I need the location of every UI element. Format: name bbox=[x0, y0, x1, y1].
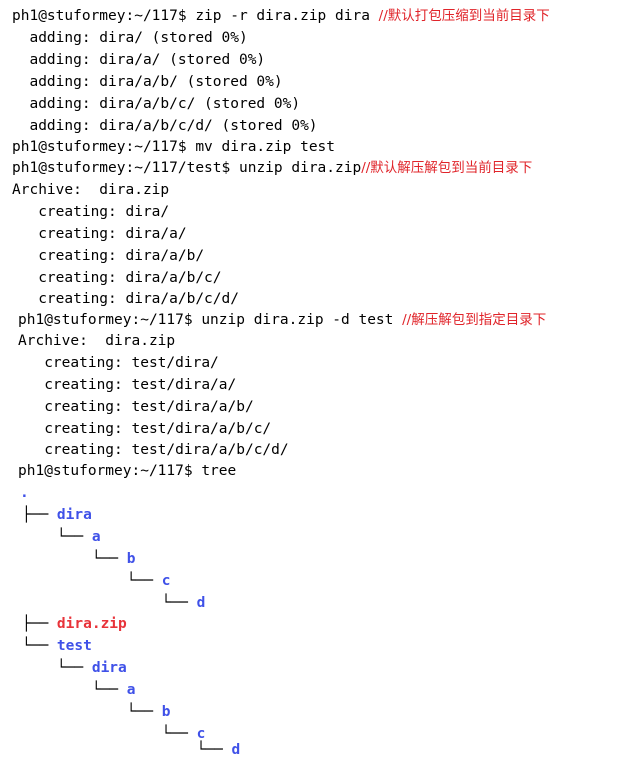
command-text: unzip dira.zip -d test bbox=[201, 312, 403, 328]
prompt: ph1@stuformey:~/117$ bbox=[18, 463, 202, 479]
comment-text: //默认解压解包到当前目录下 bbox=[361, 160, 533, 176]
tree-root: . bbox=[20, 485, 29, 501]
tree-node: └── b bbox=[22, 549, 136, 570]
output-line: creating: dira/ bbox=[12, 204, 170, 220]
output-line: adding: dira/a/b/c/ (stored 0%) bbox=[12, 96, 301, 112]
output-line: adding: dira/a/b/c/d/ (stored 0%) bbox=[12, 118, 318, 134]
prompt: ph1@stuformey:~/117$ bbox=[18, 312, 202, 328]
command-line-unzip: ph1@stuformey:~/117/test$ unzip dira.zip… bbox=[12, 158, 532, 179]
output-line: creating: dira/a/b/ bbox=[12, 248, 205, 264]
tree-node: └── c bbox=[22, 724, 206, 745]
output-line: creating: test/dira/a/b/c/d/ bbox=[18, 442, 289, 458]
tree-dir-name: a bbox=[126, 682, 136, 698]
tree-dir-name: c bbox=[161, 573, 171, 589]
output-line: adding: dira/a/b/ (stored 0%) bbox=[12, 74, 283, 90]
output-line: creating: test/dira/a/b/ bbox=[18, 399, 254, 415]
prompt: ph1@stuformey:~/117$ bbox=[12, 139, 196, 155]
output-line: creating: test/dira/a/b/c/ bbox=[18, 421, 272, 437]
prompt: ph1@stuformey:~/117/test$ bbox=[12, 160, 239, 176]
tree-node: └── a bbox=[22, 527, 101, 548]
comment-text: //解压解包到指定目录下 bbox=[402, 312, 547, 328]
tree-branch: └── bbox=[22, 704, 162, 720]
command-line-unzip-d: ph1@stuformey:~/117$ unzip dira.zip -d t… bbox=[18, 310, 546, 331]
output-line: adding: dira/ (stored 0%) bbox=[12, 30, 248, 46]
tree-node: └── a bbox=[22, 680, 136, 701]
tree-branch: └── bbox=[22, 682, 127, 698]
output-line: creating: dira/a/b/c/d/ bbox=[12, 291, 239, 307]
command-text: tree bbox=[201, 463, 237, 479]
tree-branch: └── bbox=[22, 595, 197, 611]
tree-node: └── d bbox=[22, 740, 241, 761]
tree-branch: ├── bbox=[22, 616, 57, 632]
tree-node: └── c bbox=[22, 571, 171, 592]
command-text: mv dira.zip test bbox=[195, 139, 336, 155]
tree-node: ├── dira bbox=[22, 505, 92, 526]
output-line: adding: dira/a/ (stored 0%) bbox=[12, 52, 266, 68]
tree-branch: └── bbox=[22, 573, 162, 589]
command-line-tree: ph1@stuformey:~/117$ tree bbox=[18, 461, 236, 482]
tree-dir-name: d bbox=[231, 742, 241, 758]
prompt: ph1@stuformey:~/117$ bbox=[12, 8, 196, 24]
tree-branch: ├── bbox=[22, 507, 57, 523]
tree-dir-name: dira bbox=[91, 660, 127, 676]
tree-dir-name: b bbox=[126, 551, 136, 567]
output-line: creating: dira/a/ bbox=[12, 226, 187, 242]
tree-dir-name: dira bbox=[56, 507, 92, 523]
tree-node: └── dira bbox=[22, 658, 127, 679]
tree-branch: └── bbox=[22, 529, 92, 545]
tree-dir-name: a bbox=[91, 529, 101, 545]
tree-dir-name: d bbox=[196, 595, 206, 611]
command-text: unzip dira.zip bbox=[238, 160, 362, 176]
tree-branch: └── bbox=[22, 551, 127, 567]
tree-archive-name: dira.zip bbox=[56, 616, 127, 632]
tree-branch: └── bbox=[22, 660, 92, 676]
output-line: Archive: dira.zip bbox=[18, 333, 176, 349]
tree-dir-name: c bbox=[196, 726, 206, 742]
tree-node: └── b bbox=[22, 702, 171, 723]
tree-dir-name: test bbox=[56, 638, 92, 654]
command-line-zip: ph1@stuformey:~/117$ zip -r dira.zip dir… bbox=[12, 6, 550, 27]
output-line: creating: test/dira/ bbox=[18, 355, 219, 371]
tree-node: └── d bbox=[22, 593, 206, 614]
tree-node: └── test bbox=[22, 636, 92, 657]
tree-branch: └── bbox=[22, 742, 232, 758]
command-text: zip -r dira.zip dira bbox=[195, 8, 379, 24]
comment-text: //默认打包压缩到当前目录下 bbox=[378, 8, 550, 24]
tree-node: ├── dira.zip bbox=[22, 614, 127, 635]
command-line-mv: ph1@stuformey:~/117$ mv dira.zip test bbox=[12, 137, 335, 158]
output-line: creating: test/dira/a/ bbox=[18, 377, 237, 393]
tree-dir-name: b bbox=[161, 704, 171, 720]
output-line: Archive: dira.zip bbox=[12, 182, 170, 198]
tree-branch: └── bbox=[22, 726, 197, 742]
tree-branch: └── bbox=[22, 638, 57, 654]
output-line: creating: dira/a/b/c/ bbox=[12, 270, 222, 286]
